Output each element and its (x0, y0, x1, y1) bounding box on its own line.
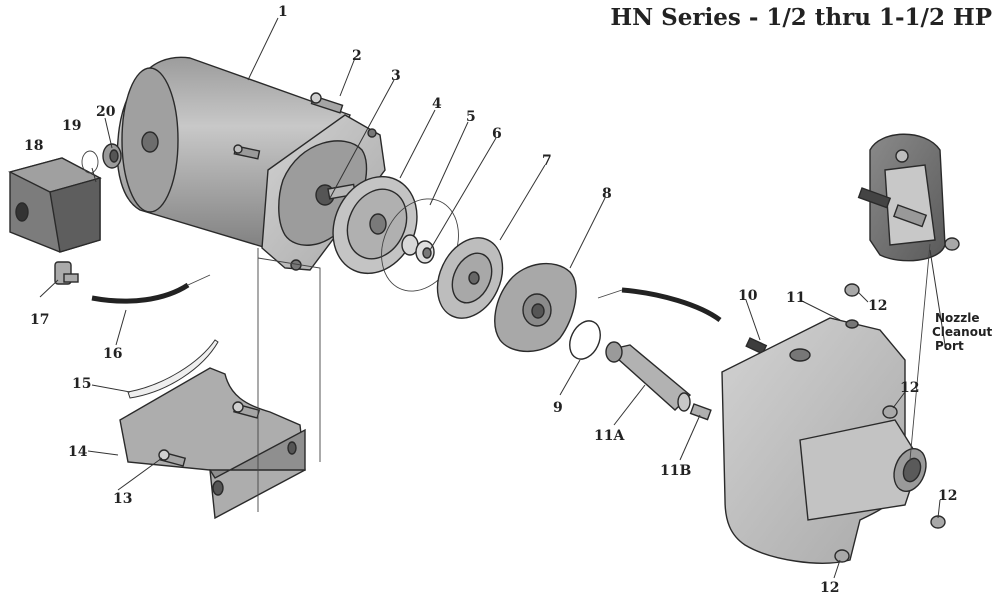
callout-20: 20 (96, 104, 116, 120)
base (119, 367, 306, 520)
callout-3: 3 (391, 68, 401, 84)
callout-11: 11 (786, 290, 805, 306)
guide-lines (257, 243, 931, 512)
callout-17: 17 (30, 312, 49, 328)
callout-12: 12 (900, 380, 919, 396)
impeller (436, 237, 504, 319)
diffuser (494, 262, 577, 353)
tubing-leader (187, 274, 211, 286)
base-bolt (232, 401, 261, 419)
callout-5: 5 (466, 109, 476, 125)
nozzle (689, 403, 712, 421)
tube (621, 287, 722, 323)
callout-11b: 11B (660, 463, 691, 479)
tubing (91, 282, 190, 304)
callout-8: 8 (602, 186, 612, 202)
plug (944, 237, 960, 251)
shaft-seal (401, 234, 435, 264)
callout-13: 13 (113, 491, 132, 507)
nozzle-cleanout-note-line1: Nozzle (935, 311, 980, 325)
tube-leader (597, 289, 623, 299)
callout-4: 4 (432, 96, 442, 112)
seal-plate (332, 175, 418, 275)
adapter-fitting (102, 143, 122, 169)
gasket-ring (569, 320, 601, 360)
callout-7: 7 (542, 153, 552, 169)
plug (844, 283, 860, 297)
venturi (605, 341, 692, 412)
callout-16: 16 (103, 346, 122, 362)
plug (882, 405, 898, 419)
nozzle-cleanout-note-line2: Cleanout (932, 325, 992, 339)
callout-19: 19 (62, 118, 81, 134)
diagram-title: HN Series - 1/2 thru 1-1/2 HP (610, 4, 992, 31)
bolt (310, 92, 344, 114)
retaining-ring (81, 150, 99, 174)
plug (834, 549, 850, 563)
callout-6: 6 (492, 126, 502, 142)
band (127, 339, 219, 399)
callout-11a: 11A (594, 428, 625, 444)
callout-15: 15 (72, 376, 91, 392)
callout-12: 12 (820, 580, 839, 596)
elbow-fitting (54, 261, 79, 285)
leader-lines (39, 17, 946, 579)
callout-12: 12 (868, 298, 887, 314)
callout-9: 9 (553, 400, 563, 416)
cutaway-inset (857, 133, 946, 262)
callout-18: 18 (24, 138, 43, 154)
pressure-switch (8, 157, 102, 253)
nozzle-cleanout-note-line3: Port (935, 339, 964, 353)
pump-body (721, 317, 927, 564)
callout-10: 10 (738, 288, 758, 304)
callout-12: 12 (938, 488, 957, 504)
callout-2: 2 (352, 48, 362, 64)
callout-14: 14 (68, 444, 88, 460)
callout-1: 1 (278, 4, 288, 20)
fitting (745, 337, 768, 355)
base-bolt (158, 449, 187, 467)
